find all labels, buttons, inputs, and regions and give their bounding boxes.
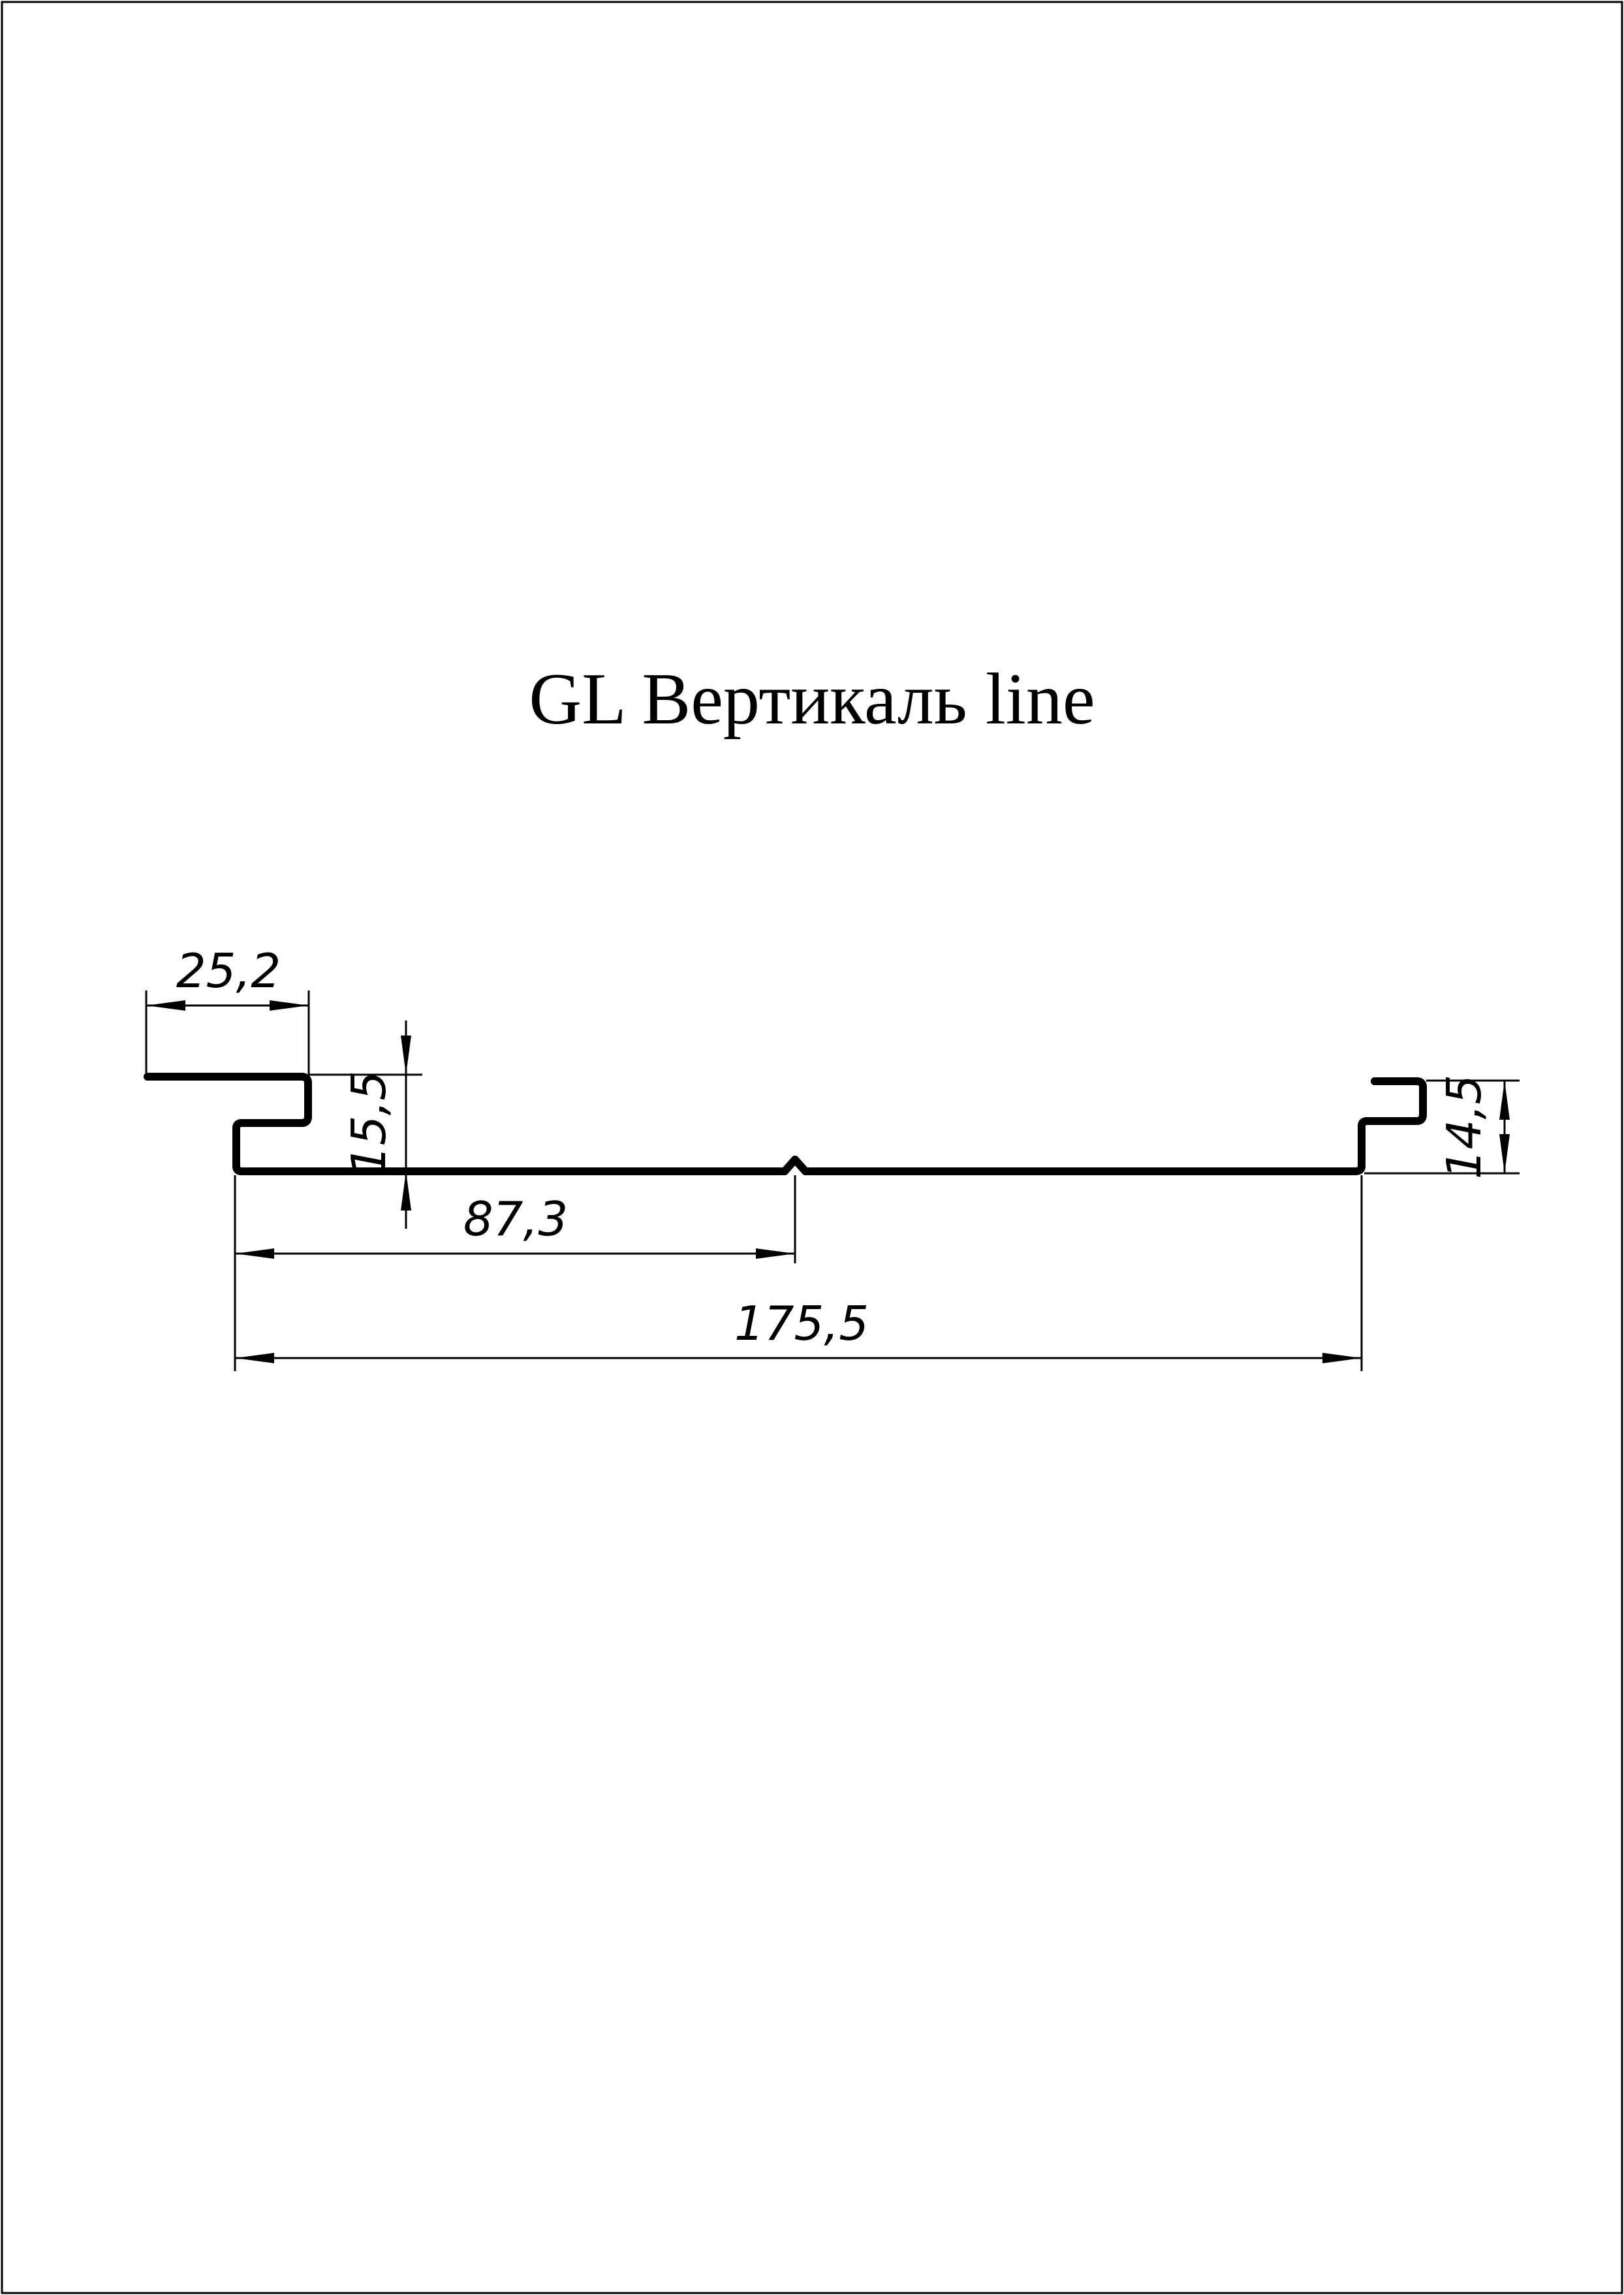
dimension-flange-width: 25,2 [176, 943, 281, 998]
dimension-arrows [146, 1000, 1510, 1363]
dimension-half-width: 87,3 [463, 1192, 568, 1246]
dimension-left-height: 15,5 [341, 1071, 396, 1175]
dimension-total-width: 175,5 [734, 1296, 869, 1351]
profile-outline [144, 1073, 1427, 1175]
drawing-title: GL Вертикаль line [529, 659, 1095, 740]
dimension-right-height: 14,5 [1437, 1075, 1491, 1179]
